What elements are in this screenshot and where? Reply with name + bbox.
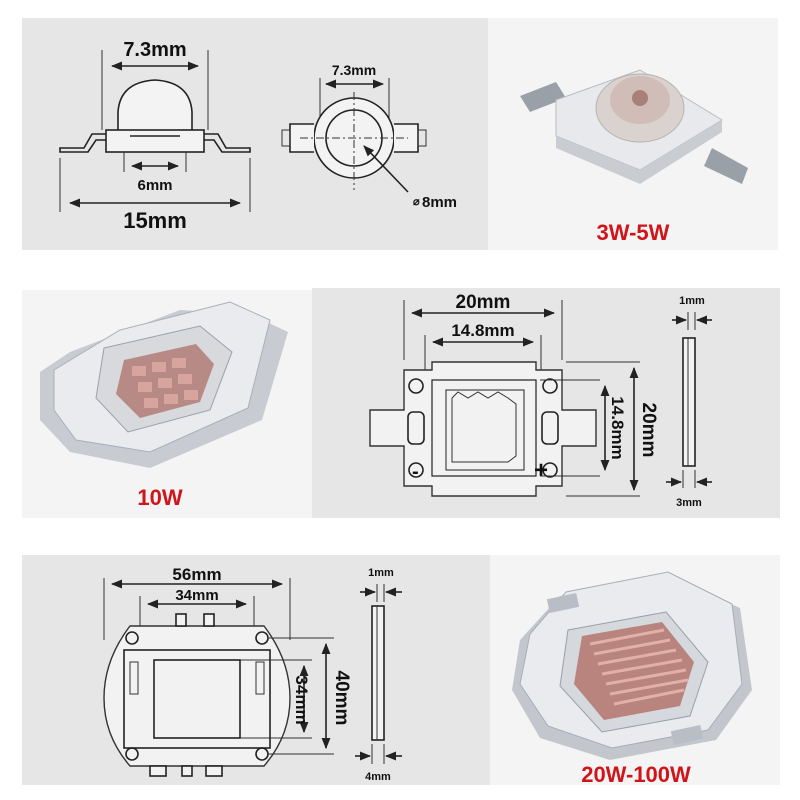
dim-inner-width: 6mm — [137, 177, 172, 194]
label-3w-5w: 3W-5W — [597, 220, 670, 245]
dim-10w-thickness-bottom: 3mm — [676, 497, 702, 509]
dim-100w-outer-width: 56mm — [172, 565, 221, 584]
dim-10w-thickness-top: 1mm — [679, 295, 705, 307]
label-20w-100w: 20W-100W — [581, 762, 691, 787]
dim-100w-inner-width: 34mm — [175, 587, 218, 604]
dim-100w-thickness-top: 1mm — [368, 567, 394, 579]
led-100w-photo: 20W-100W — [512, 571, 752, 787]
dim-diameter: 8mm — [422, 194, 457, 211]
dim-100w-inner-height: 34mm — [292, 675, 311, 724]
dim-top-width: 7.3mm — [123, 39, 186, 61]
minus-sign: - — [412, 461, 419, 483]
led-3w-photo: 3W-5W — [520, 69, 748, 245]
label-10w: 10W — [137, 485, 182, 510]
dim-top-view-width: 7.3mm — [332, 62, 376, 78]
led-3w-side-view: 7.3mm 6mm 15mm — [59, 39, 251, 233]
plus-sign: + — [534, 457, 548, 484]
led-chip-grid — [589, 628, 689, 706]
dim-10w-inner-height: 14.8mm — [608, 396, 627, 459]
led-10w-photo: 10W — [40, 301, 288, 510]
dim-10w-inner-width: 14.8mm — [451, 321, 514, 340]
dim-100w-thickness-bottom: 4mm — [365, 771, 391, 783]
led-3w-top-view: 7.3mm ⌀ 8mm — [281, 62, 457, 211]
led-100w-diagram: 56mm 34mm 34mm 40mm 1mm — [103, 565, 402, 783]
led-10w-diagram: 20mm 14.8mm - + 14.8mm 20mm 1mm — [369, 292, 712, 509]
dim-10w-outer-width: 20mm — [456, 292, 511, 313]
dim-100w-outer-height: 40mm — [331, 671, 352, 726]
dim-total-width: 15mm — [123, 208, 187, 233]
dim-10w-outer-height: 20mm — [638, 403, 659, 458]
diameter-symbol: ⌀ — [413, 196, 420, 208]
